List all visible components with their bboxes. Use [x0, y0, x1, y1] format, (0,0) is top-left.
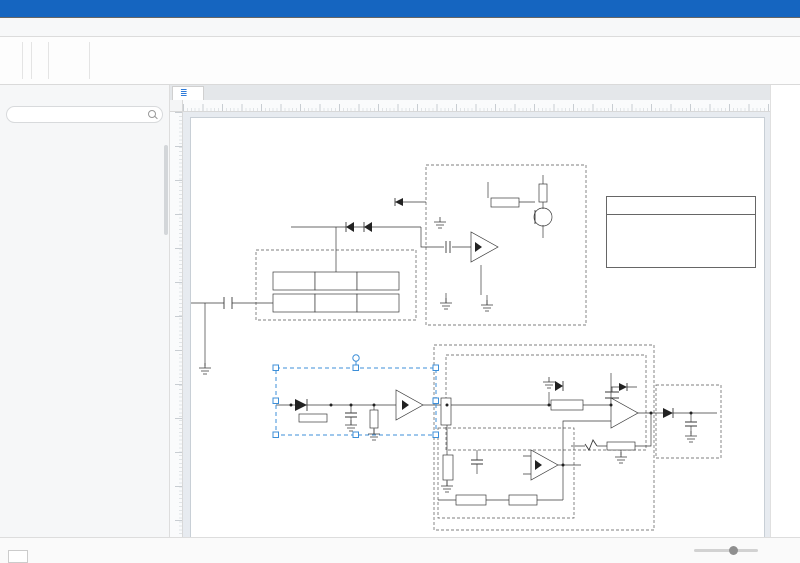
drawing-page[interactable]	[191, 118, 764, 537]
color-palette	[3, 539, 33, 549]
search-input[interactable]	[13, 109, 148, 120]
page-tab[interactable]	[8, 550, 28, 563]
menubar	[0, 18, 800, 37]
ribbon-divider	[31, 42, 32, 79]
symbol-tools-button[interactable]	[94, 39, 150, 82]
search-box	[6, 106, 163, 123]
circuit-diagram[interactable]	[191, 118, 764, 537]
document-tab[interactable]: ≣	[172, 86, 204, 100]
sidebar-scrollbar[interactable]	[164, 145, 168, 235]
statusbar	[0, 537, 800, 563]
resistor-boxes[interactable]	[273, 184, 635, 505]
text-block[interactable]	[606, 196, 756, 268]
rotate-handle[interactable]	[353, 355, 359, 361]
output-stage-box[interactable]	[656, 385, 721, 458]
horizontal-ruler	[183, 100, 770, 112]
vertical-ruler	[170, 112, 183, 537]
ribbon-divider	[89, 42, 90, 79]
shape-tools-group	[36, 39, 44, 82]
search-icon	[148, 110, 156, 118]
opamp-symbols[interactable]	[396, 232, 638, 480]
document-icon: ≣	[180, 88, 188, 99]
libraries-panel	[0, 85, 170, 537]
ribbon-divider	[48, 42, 49, 79]
ruler-corner	[170, 100, 183, 112]
ribbon-divider	[22, 42, 23, 79]
text-block-title	[607, 197, 755, 215]
document-tabbar: ≣	[170, 85, 770, 100]
boolean-ops-group	[53, 39, 85, 82]
library-buttons-group	[4, 39, 18, 82]
canvas[interactable]	[183, 112, 770, 537]
transistor-symbol[interactable]	[534, 208, 552, 226]
titlebar	[0, 0, 800, 18]
ribbon	[0, 37, 800, 85]
window-title	[0, 0, 800, 18]
zoom-slider[interactable]	[694, 549, 758, 552]
right-panel-toolbar	[770, 85, 800, 537]
zoom-slider-thumb[interactable]	[729, 546, 738, 555]
